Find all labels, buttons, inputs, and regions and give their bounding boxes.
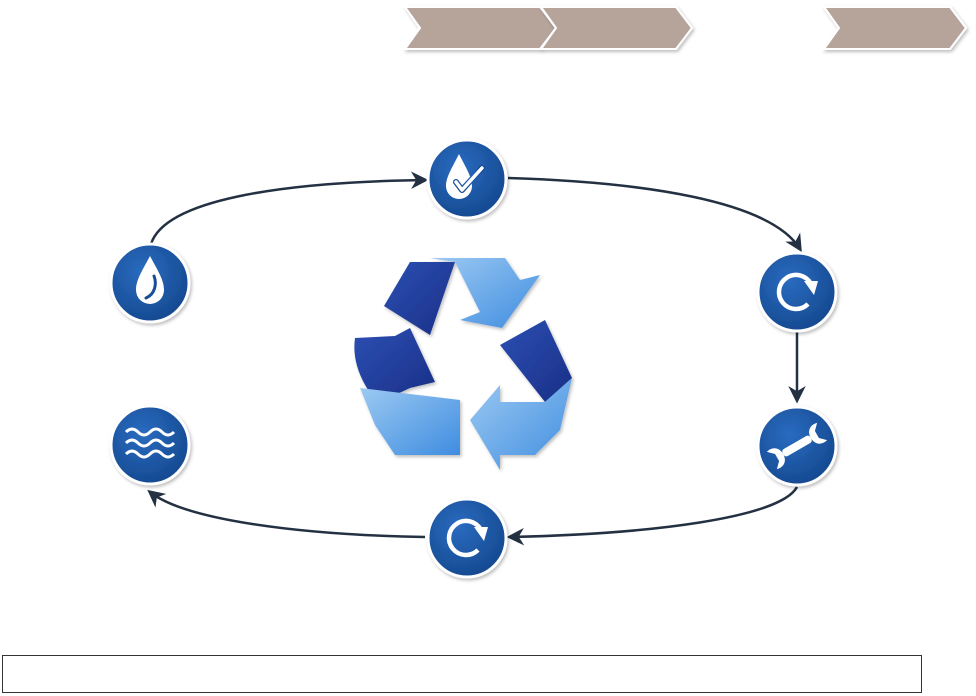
refresh-icon [426,497,508,579]
arrow-refresh-to-waves [147,489,426,539]
water-check-icon [426,138,508,220]
recycle-icon [354,258,572,470]
process-chevron-1 [403,6,558,50]
refresh-icon [756,251,838,333]
water-waves-icon [109,404,191,486]
process-chevron-2 [539,6,694,50]
wrench-icon [756,405,838,487]
water-drop-icon [109,242,191,324]
arrow-drop-to-check [149,171,429,245]
arrow-check-to-refresh [507,176,802,252]
caption-box [2,655,922,693]
process-chevron-3 [822,6,968,50]
arrow-wrench-to-refresh [506,486,799,546]
